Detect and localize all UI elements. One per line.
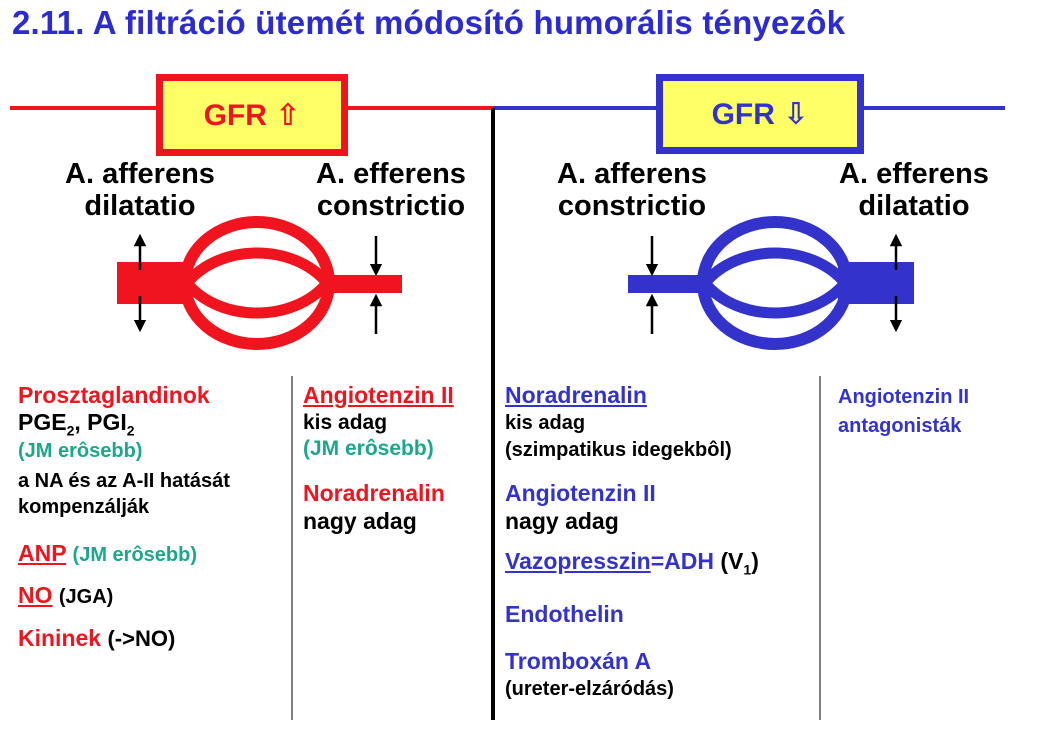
noradrenalin-left: Noradrenalin (303, 480, 445, 506)
left-glomerulus-diagram (117, 216, 402, 350)
right-afferens-heading: A. afferens constrictio (532, 158, 732, 222)
angiotenzin-ii-right: Angiotenzin II (505, 480, 656, 506)
ureter-note: (ureter-elzáródás) (505, 678, 674, 700)
right-efferens-line1: A. efferens (839, 158, 989, 190)
kis-adag-right: kis adag (505, 412, 586, 434)
anp-row: ANP (JM erôsebb) (18, 540, 197, 567)
angiotenzin-antagonist-line2: antagonisták (838, 415, 962, 437)
gfr-increase-box: GFR ⇧ (156, 74, 348, 156)
no-row: NO (JGA) (18, 582, 113, 609)
left-afferens-line1: A. afferens (65, 158, 215, 190)
na-compensate-line2: kompenzálják (18, 496, 150, 518)
tromboxan-label: Tromboxán A (505, 648, 652, 674)
right-glomerulus-diagram (628, 216, 914, 350)
left-afferens-heading: A. afferens dilatatio (40, 158, 240, 222)
szimpatikus-note: (szimpatikus idegekbôl) (505, 439, 732, 461)
no-note: (JGA) (58, 586, 114, 608)
right-efferens-line2: dilatatio (858, 190, 970, 222)
vazopresszin-row: Vazopresszin=ADH (V1) (505, 548, 759, 578)
right-efferens-heading: A. efferens dilatatio (818, 158, 1010, 222)
anp-label: ANP (18, 540, 67, 566)
left-efferens-line1: A. efferens (316, 158, 466, 190)
prosztaglandinok-heading: Prosztaglandinok (18, 382, 210, 408)
no-label: NO (18, 582, 53, 608)
kininek-row: Kininek (->NO) (18, 625, 175, 652)
kis-adag-left: kis adag (303, 411, 388, 434)
right-afferens-line1: A. afferens (557, 158, 707, 190)
vazopresszin-label: Vazopresszin (505, 548, 651, 574)
na-compensate-line1: a NA és az A-II hatását (18, 470, 230, 492)
page-title: 2.11. A filtráció ütemét módosító humorá… (12, 4, 846, 41)
kininek-note: (->NO) (107, 626, 176, 651)
kininek-label: Kininek (18, 625, 102, 651)
left-afferens-line2: dilatatio (84, 190, 196, 222)
left-efferens-heading: A. efferens constrictio (296, 158, 486, 222)
endothelin-label: Endothelin (505, 601, 624, 627)
jm-note-2: (JM erôsebb) (303, 437, 434, 460)
adh-label: =ADH (650, 548, 714, 574)
nagy-adag-left: nagy adag (303, 508, 417, 534)
left-efferens-line2: constrictio (316, 190, 466, 222)
angiotenzin-antagonist-line1: Angiotenzin II (838, 386, 970, 408)
pge-pgi-text: PGE2, PGI2 (18, 409, 135, 439)
anp-note: (JM erôsebb) (72, 544, 198, 566)
noradrenalin-right: Noradrenalin (505, 382, 647, 408)
gfr-decrease-box: GFR ⇩ (656, 74, 864, 154)
right-afferens-line2: constrictio (557, 190, 707, 222)
jm-note-1: (JM erôsebb) (18, 440, 143, 462)
angiotenzin-ii-left: Angiotenzin II (303, 382, 454, 408)
nagy-adag-right: nagy adag (505, 508, 619, 534)
